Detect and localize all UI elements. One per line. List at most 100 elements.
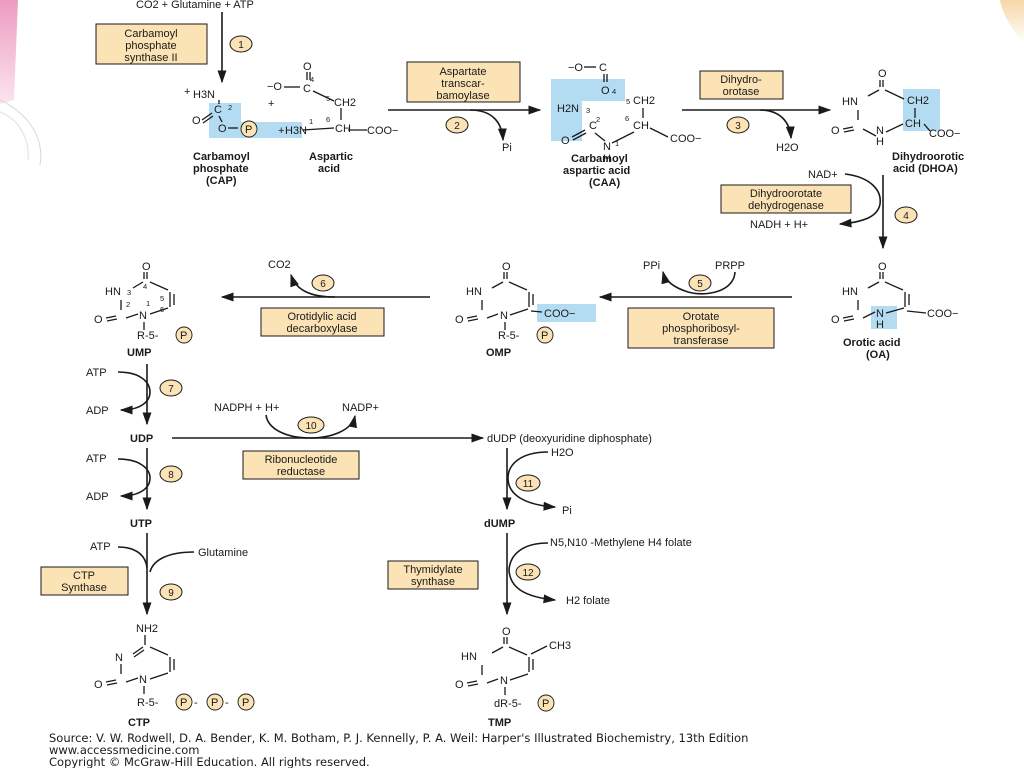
enzyme-box-3: Dihydro- orotase (699, 70, 784, 100)
svg-text:-: - (194, 697, 198, 709)
cap-name-line-2: phosphate (193, 163, 249, 175)
svg-text:H: H (603, 153, 611, 165)
svg-text:P: P (242, 697, 249, 709)
svg-text:7: 7 (168, 384, 174, 395)
svg-text:3: 3 (127, 288, 131, 297)
svg-text:CH3: CH3 (549, 640, 571, 652)
step-badge-11: 11 (515, 474, 541, 492)
svg-text:N: N (500, 310, 508, 322)
svg-text:O: O (192, 115, 201, 127)
ump-name: UMP (127, 347, 151, 359)
svg-text:decarboxylase: decarboxylase (287, 323, 358, 335)
svg-text:H2N: H2N (557, 103, 579, 115)
atp-step9: ATP (90, 541, 111, 553)
svg-text:1: 1 (238, 40, 244, 51)
dhoa-structure: O HN CH2 CH O N H COO− (831, 68, 960, 148)
svg-text:R-5-: R-5- (498, 330, 520, 342)
svg-text:CH: CH (335, 123, 351, 135)
svg-text:transcar-: transcar- (441, 78, 485, 90)
svg-text:HN: HN (842, 286, 858, 298)
svg-text:+: + (184, 86, 190, 98)
svg-text:O: O (142, 261, 151, 273)
slide-decoration (0, 0, 1024, 166)
ctp-name: CTP (128, 717, 150, 729)
svg-text:HN: HN (466, 286, 482, 298)
svg-text:N: N (876, 308, 884, 320)
svg-text:P: P (180, 697, 187, 709)
svg-text:Ribonucleotide: Ribonucleotide (265, 454, 338, 466)
svg-text:O: O (455, 679, 464, 691)
udp-name: UDP (130, 433, 153, 445)
svg-text:Thymidylate: Thymidylate (403, 564, 462, 576)
svg-text:COO−: COO− (367, 125, 398, 137)
oa-name-line-2: (OA) (866, 349, 890, 361)
svg-text:O: O (94, 314, 103, 326)
enzyme-box-10: Ribonucleotide reductase (242, 450, 360, 480)
oa-name-line-1: Orotic acid (843, 337, 900, 349)
co2: CO2 (268, 259, 291, 271)
start-reactants: CO2 + Glutamine + ATP (136, 0, 254, 11)
enzyme-box-1: Carbamoyl phosphate synthase II (95, 23, 208, 65)
svg-text:O: O (502, 626, 511, 638)
svg-text:dehydrogenase: dehydrogenase (748, 200, 824, 212)
svg-text:C: C (303, 83, 311, 95)
svg-text:P: P (180, 330, 187, 342)
nadh: NADH + H+ (750, 219, 808, 231)
h2o-step3: H2O (776, 142, 799, 154)
svg-text:R-5-: R-5- (137, 697, 159, 709)
svg-text:COO−: COO− (544, 308, 575, 320)
svg-text:P: P (541, 330, 548, 342)
svg-text:10: 10 (305, 421, 317, 432)
svg-text:8: 8 (168, 470, 174, 481)
copyright: Copyright © McGraw-Hill Education. All r… (49, 755, 370, 768)
caa-structure: −O C O 4 H2N 3 C 2 O N H 1 CH 6 CH2 5 CO… (551, 62, 701, 165)
svg-text:6: 6 (625, 114, 629, 123)
cap-name-line-3: (CAP) (206, 175, 237, 187)
svg-text:1: 1 (615, 139, 619, 148)
svg-text:COO−: COO− (670, 133, 701, 145)
asp-name-line-2: acid (318, 163, 340, 175)
svg-text:4: 4 (310, 75, 314, 84)
enzyme-box-6: Orotidylic acid decarboxylase (260, 307, 385, 337)
svg-text:dR-5-: dR-5- (494, 698, 522, 710)
svg-text:−O: −O (568, 62, 583, 74)
svg-text:−O: −O (267, 81, 282, 93)
svg-text:12: 12 (522, 568, 534, 579)
svg-text:+: + (278, 125, 284, 137)
pi-step2: Pi (502, 142, 512, 154)
source-citation: Source: V. W. Rodwell, D. A. Bender, K. … (49, 731, 748, 745)
step-badge-5: 5 (688, 274, 712, 292)
svg-text:orotase: orotase (723, 86, 760, 98)
step-badge-8: 8 (159, 465, 183, 483)
svg-text:Dihydroorotate: Dihydroorotate (750, 188, 822, 200)
svg-text:Dihydro-: Dihydro- (720, 74, 762, 86)
dudp-name: dUDP (deoxyuridine diphosphate) (487, 433, 652, 445)
svg-text:CTP: CTP (73, 570, 95, 582)
step-badge-12: 12 (515, 563, 541, 581)
cap-name-line-1: Carbamoyl (193, 151, 250, 163)
svg-text:2: 2 (596, 115, 600, 124)
dump-name: dUMP (484, 518, 515, 530)
enzyme-box-12: Thymidylate synthase (387, 560, 479, 590)
tmp-structure: O CH3 HN O N dR-5- P (455, 626, 571, 712)
svg-text:Synthase: Synthase (61, 582, 107, 594)
enzyme-box-5: Orotate phosphoribosyl- transferase (627, 307, 775, 349)
enzyme-1-line-1: Carbamoyl (124, 28, 177, 40)
svg-text:5: 5 (697, 279, 703, 290)
h2o-step11: H2O (551, 447, 574, 459)
svg-text:H: H (876, 319, 884, 331)
tmp-name: TMP (488, 717, 511, 729)
svg-text:phosphoribosyl-: phosphoribosyl- (662, 323, 740, 335)
svg-text:O: O (455, 314, 464, 326)
svg-text:R-5-: R-5- (137, 330, 159, 342)
step-badge-7: 7 (159, 379, 183, 397)
svg-text:HN: HN (105, 286, 121, 298)
adp-step7: ADP (86, 405, 109, 417)
nadph: NADPH + H+ (214, 402, 279, 414)
svg-text:6: 6 (320, 279, 326, 290)
svg-text:HN: HN (842, 96, 858, 108)
svg-text:C: C (599, 62, 607, 74)
caa-name-line-1: Carbamoyl (571, 153, 628, 165)
carbamoyl-phosphate-structure: + H3N 2 C O O P (184, 86, 302, 138)
